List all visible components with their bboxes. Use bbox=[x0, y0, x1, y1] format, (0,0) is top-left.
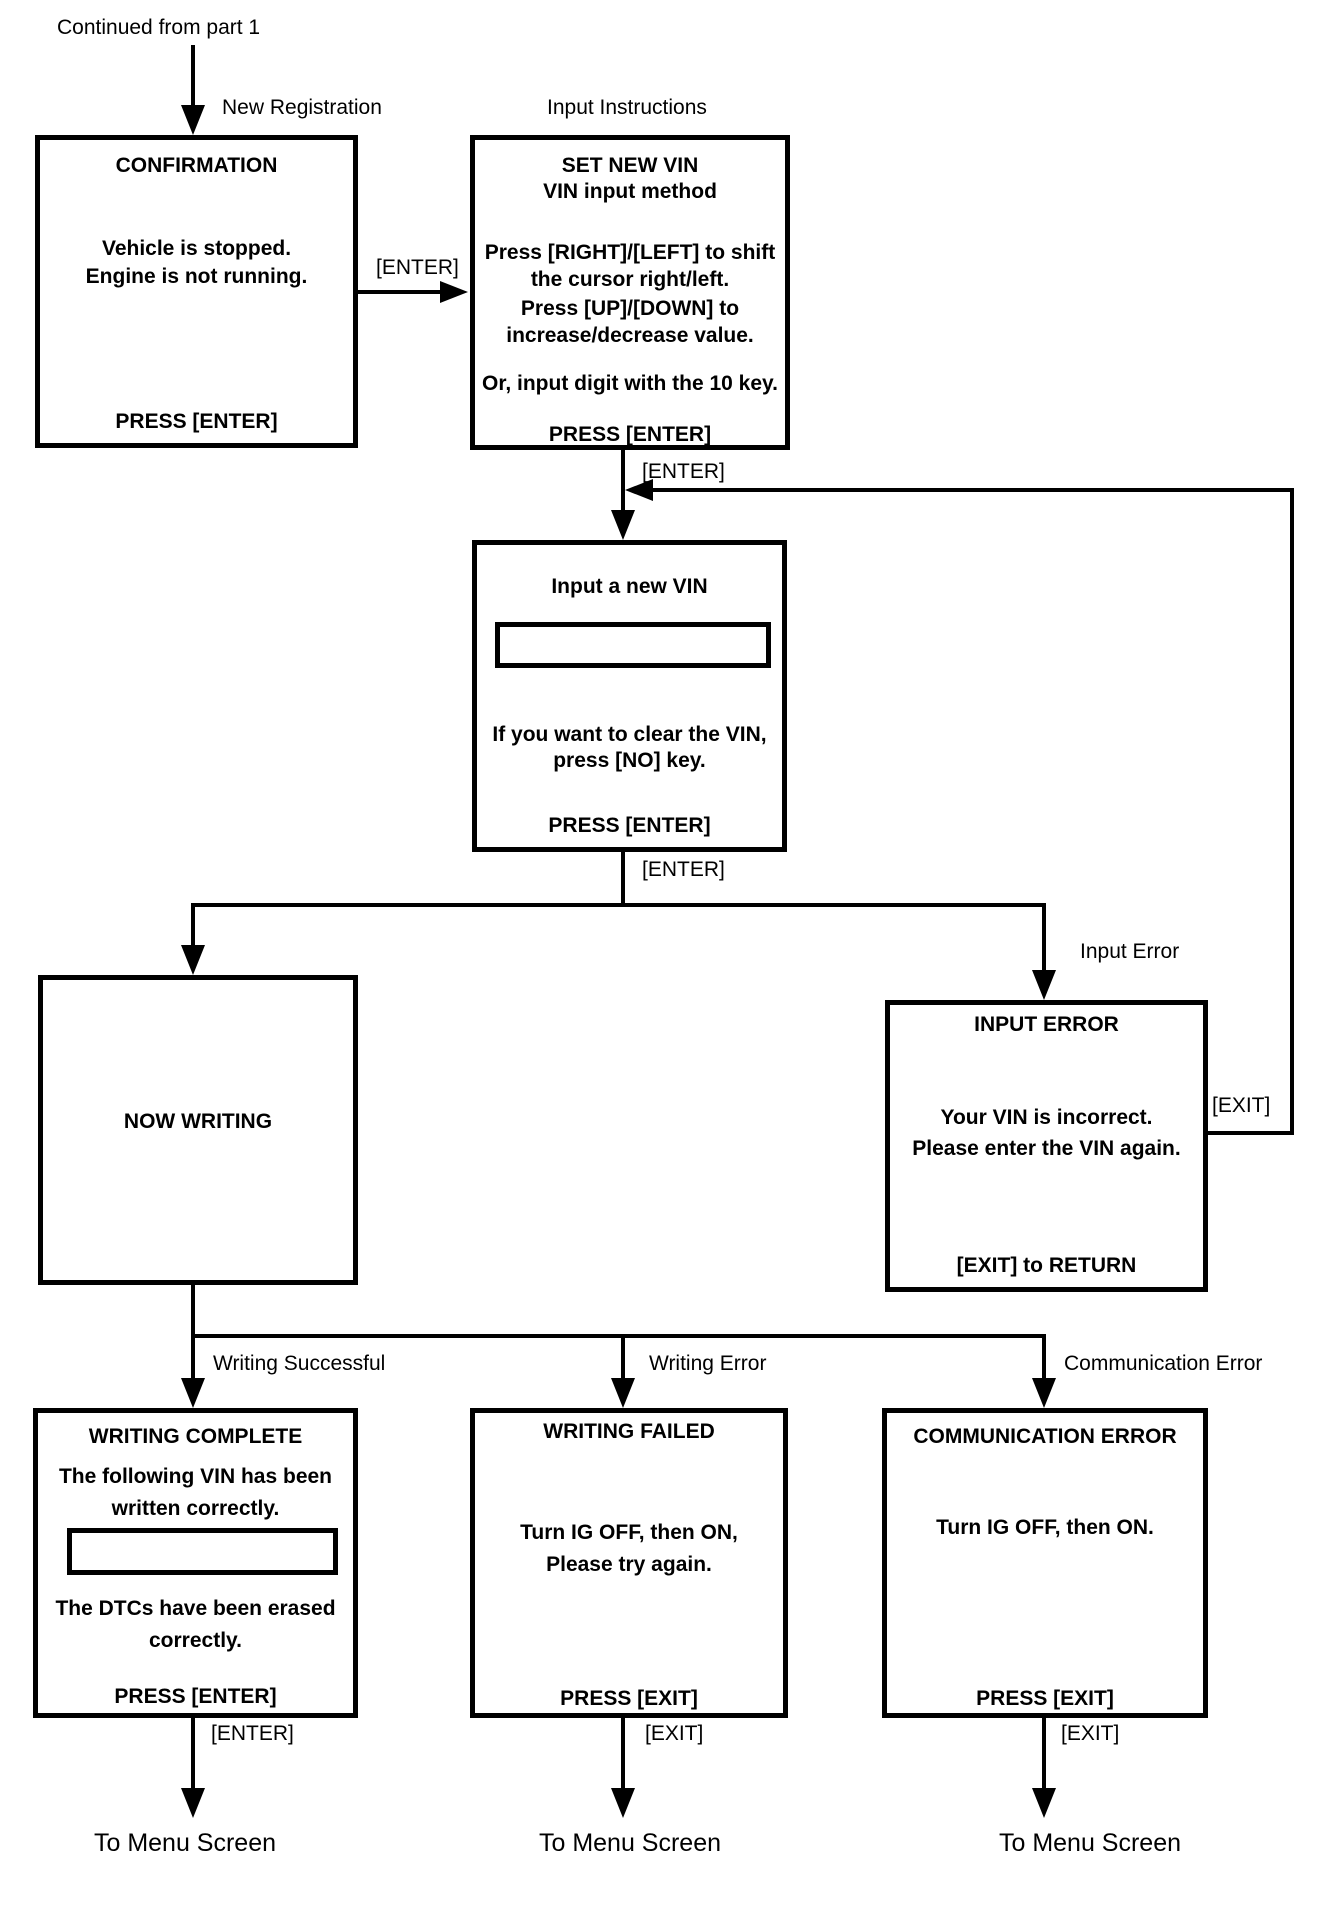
vin-input-field bbox=[495, 622, 771, 668]
input-instructions-label: Input Instructions bbox=[547, 96, 707, 119]
writing-failed-line1: Turn IG OFF, then ON, bbox=[520, 1521, 738, 1544]
communication-error-line1: Turn IG OFF, then ON. bbox=[936, 1516, 1154, 1539]
set-new-vin-title2: VIN input method bbox=[543, 180, 717, 203]
input-error-title: INPUT ERROR bbox=[974, 1013, 1119, 1036]
flow-line-to-complete bbox=[191, 1334, 195, 1380]
input-vin-box: Input a new VIN If you want to clear the… bbox=[472, 540, 787, 852]
input-error-line1: Your VIN is incorrect. bbox=[940, 1106, 1153, 1129]
to-menu-screen-label-2: To Menu Screen bbox=[538, 1829, 722, 1857]
flow-line-enter bbox=[358, 290, 442, 294]
flow-line-to-input-error bbox=[1042, 903, 1046, 972]
flow-line-loop-bottom bbox=[1208, 1131, 1294, 1135]
communication-error-footer: PRESS [EXIT] bbox=[976, 1687, 1114, 1710]
flow-connector-1 bbox=[191, 903, 1046, 907]
set-new-vin-line4: increase/decrease value. bbox=[506, 324, 754, 347]
arrowhead-down-icon bbox=[1032, 1788, 1056, 1818]
to-menu-screen-label-3: To Menu Screen bbox=[998, 1829, 1182, 1857]
set-new-vin-line1: Press [RIGHT]/[LEFT] to shift bbox=[484, 241, 776, 264]
writing-failed-box: WRITING FAILED Turn IG OFF, then ON, Ple… bbox=[470, 1408, 788, 1718]
flow-line-loop-top bbox=[653, 488, 1294, 492]
flow-line-to-input bbox=[621, 450, 625, 514]
flow-line-exit-complete bbox=[191, 1718, 195, 1790]
arrowhead-down-icon bbox=[181, 1378, 205, 1408]
confirmation-box: CONFIRMATION Vehicle is stopped. Engine … bbox=[35, 135, 358, 448]
set-new-vin-footer: PRESS [ENTER] bbox=[548, 423, 712, 446]
confirmation-line2: Engine is not running. bbox=[85, 265, 308, 288]
set-new-vin-line2: the cursor right/left. bbox=[530, 268, 730, 291]
new-registration-label: New Registration bbox=[222, 96, 382, 119]
set-new-vin-title1: SET NEW VIN bbox=[561, 154, 699, 177]
to-menu-screen-label-1: To Menu Screen bbox=[93, 1829, 277, 1857]
communication-error-title: COMMUNICATION ERROR bbox=[913, 1425, 1177, 1448]
input-error-footer: [EXIT] to RETURN bbox=[956, 1254, 1137, 1277]
arrowhead-right-icon bbox=[440, 281, 468, 303]
flow-connector-2 bbox=[191, 1334, 1046, 1338]
writing-complete-line4: correctly. bbox=[149, 1629, 242, 1652]
writing-complete-line1: The following VIN has been bbox=[58, 1465, 333, 1488]
writing-complete-line2: written correctly. bbox=[111, 1497, 280, 1520]
enter-label-after-input: [ENTER] bbox=[642, 858, 725, 881]
now-writing-title: NOW WRITING bbox=[123, 1110, 273, 1133]
writing-error-label: Writing Error bbox=[649, 1352, 767, 1375]
vin-output-field bbox=[67, 1528, 338, 1575]
writing-complete-title: WRITING COMPLETE bbox=[88, 1425, 303, 1448]
continued-from-label: Continued from part 1 bbox=[57, 16, 261, 39]
exit-label-failed: [EXIT] bbox=[645, 1722, 704, 1745]
arrowhead-left-icon bbox=[625, 479, 653, 501]
input-error-box: INPUT ERROR Your VIN is incorrect. Pleas… bbox=[885, 1000, 1208, 1292]
arrowhead-down-icon bbox=[1032, 1378, 1056, 1408]
writing-failed-title: WRITING FAILED bbox=[543, 1420, 715, 1443]
exit-loop-label: [EXIT] bbox=[1212, 1094, 1271, 1117]
arrowhead-down-icon bbox=[181, 945, 205, 975]
enter-label-to-input: [ENTER] bbox=[642, 460, 725, 483]
input-vin-line1: If you want to clear the VIN, bbox=[492, 723, 767, 746]
communication-error-label: Communication Error bbox=[1064, 1352, 1263, 1375]
enter-label-complete: [ENTER] bbox=[211, 1722, 294, 1745]
confirmation-footer: PRESS [ENTER] bbox=[115, 410, 278, 433]
input-error-line2: Please enter the VIN again. bbox=[912, 1137, 1181, 1160]
arrowhead-down-icon bbox=[611, 1378, 635, 1408]
arrowhead-down-icon bbox=[611, 510, 635, 540]
writing-successful-label: Writing Successful bbox=[213, 1352, 386, 1375]
input-vin-line2: press [NO] key. bbox=[553, 749, 706, 772]
confirmation-line1: Vehicle is stopped. bbox=[101, 237, 292, 260]
set-new-vin-line5: Or, input digit with the 10 key. bbox=[482, 372, 778, 395]
exit-label-comm: [EXIT] bbox=[1061, 1722, 1120, 1745]
writing-failed-footer: PRESS [EXIT] bbox=[560, 1687, 698, 1710]
input-vin-footer: PRESS [ENTER] bbox=[548, 814, 711, 837]
flow-line-to-writing bbox=[191, 903, 195, 947]
set-new-vin-line3: Press [UP]/[DOWN] to bbox=[520, 297, 740, 320]
input-vin-title: Input a new VIN bbox=[551, 575, 708, 598]
enter-label-between: [ENTER] bbox=[376, 256, 459, 279]
set-new-vin-box: SET NEW VIN VIN input method Press [RIGH… bbox=[470, 135, 790, 450]
flow-line-after-writing bbox=[191, 1285, 195, 1338]
arrowhead-down-icon bbox=[1032, 970, 1056, 1000]
flow-line-to-failed bbox=[621, 1334, 625, 1380]
writing-complete-footer: PRESS [ENTER] bbox=[114, 1685, 277, 1708]
arrowhead-down-icon bbox=[181, 105, 205, 135]
communication-error-box: COMMUNICATION ERROR Turn IG OFF, then ON… bbox=[882, 1408, 1208, 1718]
now-writing-box: NOW WRITING bbox=[38, 975, 358, 1285]
writing-complete-box: WRITING COMPLETE The following VIN has b… bbox=[33, 1408, 358, 1718]
confirmation-title: CONFIRMATION bbox=[115, 154, 278, 177]
flow-line-exit-comm bbox=[1042, 1718, 1046, 1790]
input-error-label: Input Error bbox=[1080, 940, 1180, 963]
flow-line-loop-right bbox=[1290, 488, 1294, 1135]
flow-line-after-input bbox=[621, 852, 625, 905]
arrowhead-down-icon bbox=[611, 1788, 635, 1818]
arrowhead-down-icon bbox=[181, 1788, 205, 1818]
flow-line-exit-failed bbox=[621, 1718, 625, 1790]
flow-line-to-comm-error bbox=[1042, 1334, 1046, 1380]
writing-failed-line2: Please try again. bbox=[546, 1553, 712, 1576]
flow-line-entry bbox=[191, 45, 195, 110]
writing-complete-line3: The DTCs have been erased bbox=[55, 1597, 336, 1620]
